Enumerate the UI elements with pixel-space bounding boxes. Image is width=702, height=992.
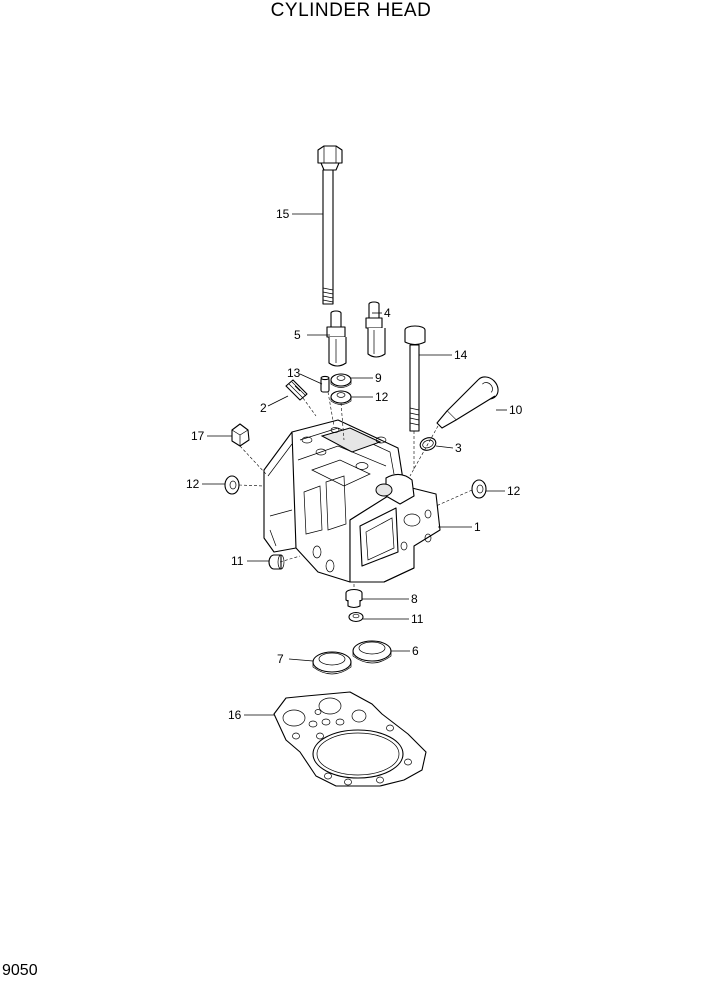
part-15-head-bolt[interactable]	[317, 145, 343, 305]
part-8-screw-plug[interactable]	[345, 588, 363, 609]
part-13-pin[interactable]	[320, 375, 330, 393]
callout-4: 4	[384, 306, 391, 320]
callout-5: 5	[294, 328, 301, 342]
callout-12-left: 12	[186, 477, 200, 491]
part-17-plug[interactable]	[231, 423, 250, 447]
part-2-stud[interactable]	[285, 379, 308, 401]
callout-12-right: 12	[507, 484, 521, 498]
callout-labels: 15 4 5 14 13 9 2 12 10 17 3 12 12 1 11 8…	[186, 207, 523, 722]
part-7-seal-ring[interactable]	[312, 651, 352, 675]
part-4-valve-guide[interactable]	[365, 301, 386, 358]
page-code: 9050	[2, 962, 38, 979]
callout-6: 6	[412, 644, 419, 658]
callout-10: 9	[375, 371, 382, 385]
callout-8: 8	[411, 592, 418, 606]
part-11-plug-left[interactable]	[268, 554, 285, 570]
callout-11-left: 11	[231, 554, 244, 568]
part-1-cylinder-head[interactable]	[263, 419, 441, 583]
callout-1: 1	[474, 520, 481, 534]
part-12-washer-top[interactable]	[330, 390, 352, 405]
part-9-injector-sleeve[interactable]	[436, 372, 503, 429]
part-6-seal-ring[interactable]	[352, 640, 392, 664]
part-3-o-ring[interactable]	[418, 436, 437, 453]
callout-11-bottom: 11	[411, 612, 424, 626]
part-12-washer-right[interactable]	[471, 479, 487, 499]
part-5-valve-guide[interactable]	[326, 310, 347, 367]
callout-12-top: 12	[375, 390, 389, 404]
part-10-washer[interactable]	[330, 373, 352, 388]
callout-7: 7	[277, 652, 284, 666]
callout-14: 14	[454, 348, 468, 362]
part-14-bolt[interactable]	[404, 325, 426, 432]
leader-lines	[202, 213, 507, 716]
callout-3: 3	[455, 441, 462, 455]
part-11-washer-bottom[interactable]	[348, 611, 364, 623]
part-16-head-gasket[interactable]	[273, 691, 427, 787]
callout-13: 13	[287, 366, 301, 380]
callout-15: 15	[276, 207, 290, 221]
callout-2: 2	[260, 401, 267, 415]
callout-9: 10	[509, 403, 523, 417]
callout-16: 16	[228, 708, 242, 722]
page-title: CYLINDER HEAD	[270, 0, 432, 21]
part-12-washer-left[interactable]	[224, 475, 240, 495]
callout-17: 17	[191, 429, 205, 443]
